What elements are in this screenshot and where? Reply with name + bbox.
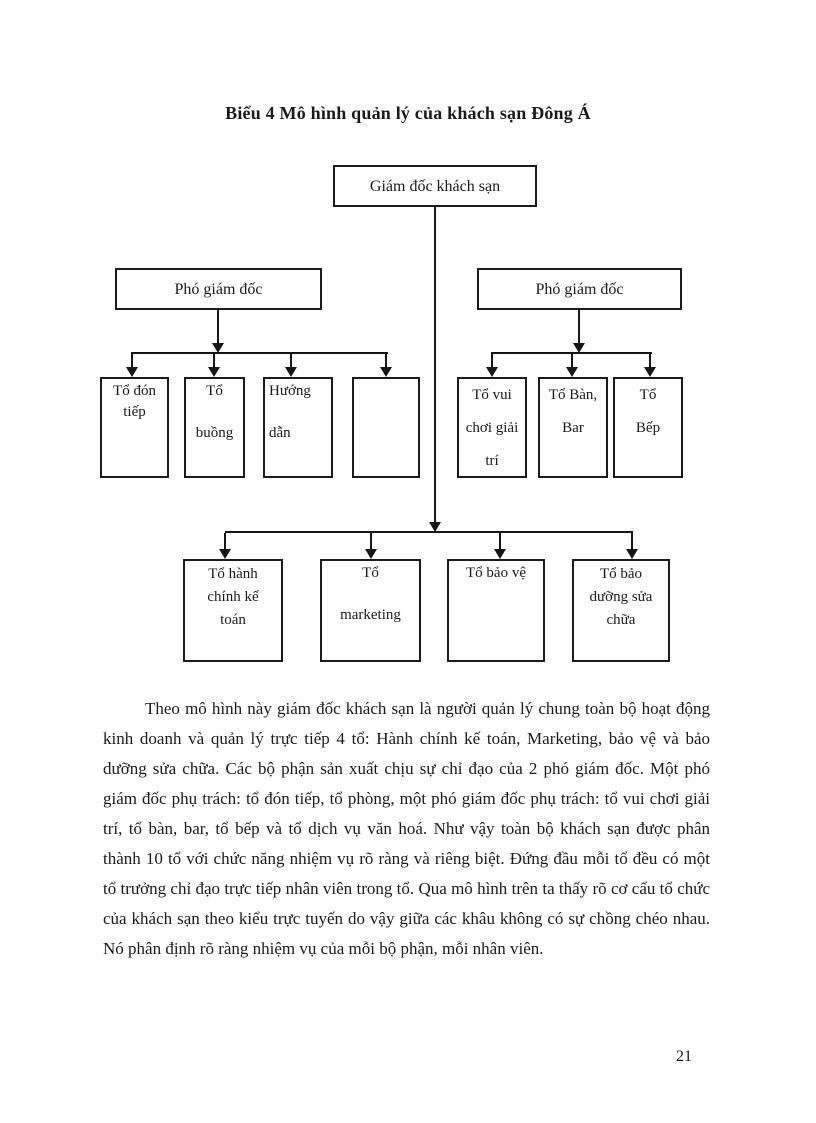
connector-director-trunk bbox=[434, 207, 436, 524]
connector-drop-maintenance bbox=[631, 533, 633, 549]
node-admin-accounting: Tổ hành chính kế toán bbox=[183, 559, 283, 662]
arrowhead-security-icon bbox=[494, 549, 506, 559]
figure-title: Biểu 4 Mô hình quản lý của khách sạn Đôn… bbox=[225, 103, 591, 123]
arrowhead-entertainment-icon bbox=[486, 367, 498, 377]
connector-drop-admin bbox=[224, 533, 226, 549]
connector-drop-entertainment bbox=[491, 354, 493, 368]
node-vice-director-right: Phó giám đốc bbox=[477, 268, 682, 310]
arrowhead-kitchen-icon bbox=[644, 367, 656, 377]
connector-left-branch bbox=[131, 352, 388, 354]
arrowhead-maintenance-icon bbox=[626, 549, 638, 559]
node-rooms: Tổ buồng bbox=[184, 377, 245, 478]
connector-drop-marketing bbox=[370, 533, 372, 549]
node-guide: Hướng dẫn bbox=[263, 377, 333, 478]
arrowhead-admin-icon bbox=[219, 549, 231, 559]
connector-bottom-branch bbox=[225, 531, 633, 533]
connector-drop-reception bbox=[131, 354, 133, 368]
body-paragraph: Theo mô hình này giám đốc khách sạn là n… bbox=[103, 699, 710, 958]
node-entertainment: Tổ vui chơi giải trí bbox=[457, 377, 527, 478]
connector-drop-guide bbox=[290, 354, 292, 368]
arrowhead-reception-icon bbox=[126, 367, 138, 377]
node-marketing: Tổ marketing bbox=[320, 559, 421, 662]
connector-drop-rooms bbox=[213, 354, 215, 368]
node-kitchen: Tổ Bếp bbox=[613, 377, 683, 478]
node-security: Tổ bảo vệ bbox=[447, 559, 545, 662]
arrowhead-trunk-icon bbox=[429, 522, 441, 532]
connector-drop-kitchen bbox=[649, 354, 651, 368]
node-table-bar: Tổ Bàn, Bar bbox=[538, 377, 608, 478]
connector-right-branch bbox=[491, 352, 652, 354]
arrowhead-guide-icon bbox=[285, 367, 297, 377]
arrowhead-vice-right-icon bbox=[573, 343, 585, 353]
node-maintenance: Tổ bảo dưỡng sửa chữa bbox=[572, 559, 670, 662]
connector-vice-right-stem bbox=[578, 310, 580, 344]
arrowhead-marketing-icon bbox=[365, 549, 377, 559]
arrowhead-unlabeled-icon bbox=[380, 367, 392, 377]
node-reception: Tổ đón tiếp bbox=[100, 377, 169, 478]
node-unlabeled bbox=[352, 377, 420, 478]
connector-drop-security bbox=[499, 533, 501, 549]
connector-drop-table-bar bbox=[571, 354, 573, 368]
arrowhead-table-bar-icon bbox=[566, 367, 578, 377]
arrowhead-rooms-icon bbox=[208, 367, 220, 377]
page-number: 21 bbox=[676, 1048, 692, 1065]
arrowhead-vice-left-icon bbox=[212, 343, 224, 353]
node-vice-director-left: Phó giám đốc bbox=[115, 268, 322, 310]
connector-vice-left-stem bbox=[217, 310, 219, 344]
connector-drop-unlabeled bbox=[385, 354, 387, 368]
node-director: Giám đốc khách sạn bbox=[333, 165, 537, 207]
